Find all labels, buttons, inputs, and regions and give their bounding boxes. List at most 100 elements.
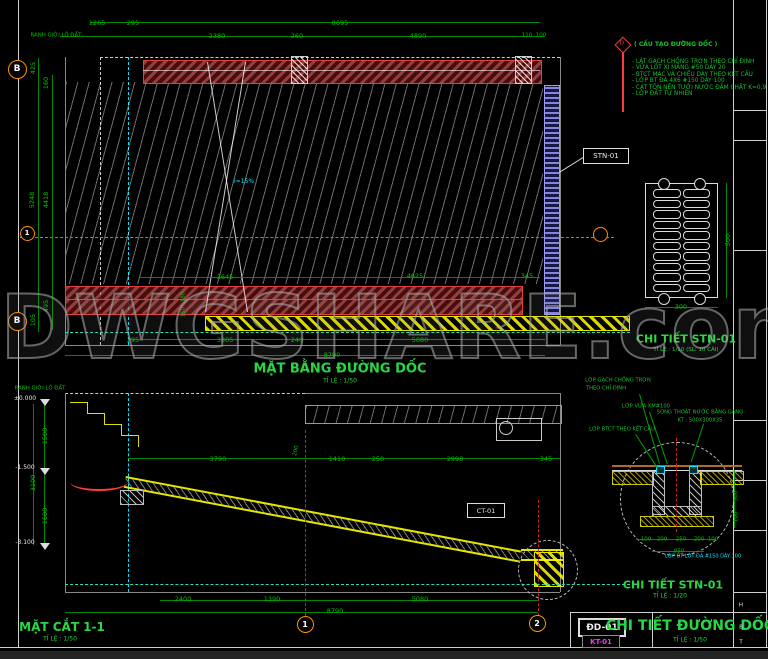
dim-line [726,183,727,298]
section-stair-step [121,435,139,447]
dim-label: 160 [41,76,50,90]
legend-marker-letter: D [619,40,625,47]
dim-label: 8790 [323,350,341,359]
grate-detail [645,183,718,298]
ct-tag-label: CT-01 [476,506,496,515]
titleblock-divider [733,110,766,111]
dim-line [645,307,718,308]
dim-label: 3645 [216,272,234,281]
grid-bubble-1: 1 [296,615,314,633]
legend-cut-line [622,52,624,112]
dim-line [128,458,560,459]
plan-scale: TỈ LỆ : 1/50 [323,377,357,385]
dim-label: 1410 [328,454,346,463]
dim-line [160,600,538,601]
grate-slot [653,231,681,240]
section-ground-dashline [65,584,630,585]
titleblock-divider [733,250,766,251]
drain-label-grating: SONG THOÁT NƯỚC BẰNG GANG [656,409,744,416]
drain-tile-layer [612,465,742,467]
dim-label: 1390 [263,594,281,603]
dim-line [65,355,545,356]
section-bottom-line [65,592,560,593]
section-top-line [305,393,560,394]
dim-line [38,58,39,332]
dim-label: 8695 [331,18,349,27]
ct-tag: CT-01 [467,503,505,518]
plan-centerline [20,237,614,238]
frame-bottom-border [0,647,768,648]
level-minus-1500: -1.500 [15,464,35,471]
section-stair-step [104,424,122,436]
dim-label: 100 [640,536,652,543]
dim-label: 295 [126,335,140,344]
sheet-scale: TỈ LỆ : 1/50 [673,636,707,644]
section-grid-line-1 [305,430,306,616]
grate-notch [694,293,706,305]
sheet-code: ĐD-01 [586,622,618,633]
dim-line [128,339,545,340]
dim-label: 5080 [411,335,429,344]
grate-slot [682,220,710,229]
dim-line [140,277,540,278]
dim-label: 4890 [409,31,427,40]
stn-tag: STN-01 [583,148,629,164]
grate-slot [682,189,710,198]
grate-scale: TỈ LỆ : 1/10 (SL: 10 CÁI) [653,347,719,353]
titleblock-cell-label: H [738,602,744,609]
dim-label: 300 [674,302,688,311]
drain-lot-slab [640,516,714,527]
dim-label: 300 [733,490,740,502]
legend-title: ( CẤU TẠO ĐƯỜNG DỐC ) [634,41,718,48]
dim-label: 180 [180,291,187,303]
legend-item: - VỮA LÓT XI MĂNG #50 DÀY 20 [632,65,726,72]
section-stair-step [87,413,105,425]
dim-label: 495 [41,299,50,313]
titleblock-top-line [570,612,733,613]
section-equipment-box [496,418,542,441]
titleblock-strip-left [733,0,734,648]
dim-line [33,404,34,545]
grate-slot [682,210,710,219]
plan-bottom-line [65,345,560,346]
dim-label: KT : 500X300X35 [677,417,723,424]
dim-label: 500 [723,233,732,247]
dim-label: 100 [707,536,719,543]
dim-label: 3305 [216,335,234,344]
dim-label: 2400 [174,594,192,603]
section-footing [120,490,144,505]
drain-scale: TỈ LỆ : 1/20 [653,592,687,600]
grate-notch [694,178,706,190]
dim-label: 5080 [411,594,429,603]
dim-label: 240 [290,335,304,344]
dim-label: 200 [656,536,668,543]
dim-label: 4418 [41,191,50,209]
dim-label: 295 [126,18,140,27]
grate-slot [653,262,681,271]
titleblock-strip-right [766,0,767,648]
dim-label: 345 [520,271,534,280]
drain-centerline [676,438,677,532]
grate-title: CHI TIẾT STN-01 [635,332,737,346]
plan-ramp-hatch [66,82,543,284]
dim-label: 260 [290,31,304,40]
dim-line [90,22,540,23]
level-flag [40,399,50,406]
grate-slot [653,273,681,282]
dim-line [652,551,704,552]
plan-ground-dashline [65,332,630,333]
drain-grate-seat [656,466,665,474]
plan-left-line [65,57,66,345]
titleblock-divider [733,530,766,531]
grid-bubble-B: B [7,59,27,79]
plan-right-line [560,57,561,345]
titleblock-divider [733,592,766,593]
plan-drain-grate-strip [544,85,560,315]
section-grid-line-2 [538,500,539,616]
titleblock-divider [733,420,766,421]
dim-label: 345 [539,454,553,463]
lot-boundary-label-plan: RANH GIỚI LÔ ĐẤT [30,32,82,39]
grate-slot [653,199,681,208]
dim-label: 110 [521,32,533,39]
